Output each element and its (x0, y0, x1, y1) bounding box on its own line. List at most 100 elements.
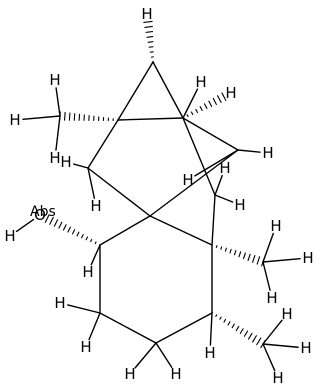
hash-stroke (62, 224, 67, 231)
hydrogen-atom-label: H (302, 249, 313, 267)
hydrogen-atom-label: H (49, 71, 60, 89)
hydrogen-atom-label: H (170, 365, 181, 383)
hash-stroke (223, 318, 227, 323)
single-bond (214, 174, 223, 196)
hydrogen-atom-label: H (195, 73, 206, 91)
hash-stroke (239, 328, 244, 334)
hash-stroke (252, 254, 256, 263)
hash-stroke (252, 335, 257, 343)
hydrogen-atom-label: H (124, 365, 135, 383)
single-bond (149, 149, 239, 217)
hash-stroke (44, 214, 50, 223)
hash-stroke (242, 252, 246, 260)
hash-stroke (220, 246, 223, 250)
hydrogen-atom-label: H (234, 196, 245, 214)
hash-stroke (231, 323, 235, 329)
single-bond (87, 167, 96, 199)
single-bond (182, 117, 239, 151)
hydrogen-atom-label: H (219, 159, 230, 177)
hydrogen-atom-label: H (262, 144, 273, 162)
single-bond (262, 343, 299, 348)
single-bond (99, 215, 151, 246)
hash-stroke (76, 231, 80, 237)
hash-stroke (64, 111, 66, 121)
single-bond (262, 319, 283, 345)
hash-stroke (58, 221, 63, 229)
hash-stroke (186, 114, 189, 118)
hydrogen-atom-label: H (270, 217, 281, 235)
single-bond (149, 215, 213, 246)
hashed-wedge-bond (44, 214, 101, 247)
single-bond (87, 167, 151, 217)
single-bond (155, 342, 173, 368)
hydrogen-atom-label: H (4, 227, 15, 245)
hash-stroke (224, 247, 227, 252)
oxygen-atom-label: O (34, 206, 46, 224)
single-bond (262, 343, 276, 372)
hash-stroke (229, 248, 232, 254)
single-bond (87, 119, 119, 169)
hash-stroke (203, 103, 208, 110)
hash-stroke (81, 234, 84, 239)
hashed-wedge-bond (211, 243, 265, 267)
hash-stroke (247, 253, 251, 261)
hydrogen-atom-label: H (80, 338, 91, 356)
single-bond (55, 87, 61, 117)
hydrogen-atom-label: H (90, 197, 101, 215)
hydrogen-atom-label: H (9, 111, 20, 129)
hydrogen-atom-label: H (272, 369, 283, 387)
hashed-wedge-bond (59, 111, 119, 122)
hash-stroke (227, 321, 231, 326)
hashed-wedge-bond (143, 20, 155, 63)
hash-stroke (146, 36, 154, 38)
hydrogen-atom-label: H (49, 149, 60, 167)
single-bond (15, 218, 35, 233)
hash-stroke (145, 30, 154, 33)
single-bond (262, 258, 301, 263)
hashed-wedge-bond (182, 92, 227, 120)
hash-stroke (71, 229, 76, 235)
single-bond (152, 61, 184, 119)
hydrogen-atom-label: H (300, 339, 311, 357)
hash-stroke (190, 111, 194, 116)
hash-stroke (217, 95, 222, 103)
hash-stroke (90, 238, 93, 243)
single-bond (73, 163, 89, 169)
single-bond (262, 232, 274, 263)
single-bond (99, 312, 157, 344)
hash-stroke (195, 108, 199, 114)
hash-stroke (247, 332, 253, 340)
single-bond (155, 312, 213, 344)
hydrogen-atom-label: H (182, 171, 193, 189)
hash-stroke (53, 219, 59, 227)
hash-stroke (238, 251, 242, 258)
hash-stroke (256, 337, 262, 346)
hash-stroke (221, 92, 227, 101)
single-bond (194, 149, 239, 177)
single-bond (237, 149, 261, 153)
hash-stroke (235, 325, 240, 332)
hash-stroke (143, 20, 153, 24)
hash-stroke (147, 41, 154, 43)
hash-stroke (215, 245, 218, 248)
single-bond (117, 117, 184, 121)
stereo-abs-label: Abs (30, 204, 56, 220)
hash-stroke (243, 330, 249, 337)
single-bond (117, 61, 154, 121)
hydrogen-atom-label: H (141, 5, 152, 23)
hydrogen-atom-label: H (225, 84, 236, 102)
single-bond (134, 342, 157, 369)
hydrogen-atom-label: H (281, 305, 292, 323)
hydrogen-atom-label: H (204, 344, 215, 362)
single-bond (88, 312, 101, 341)
single-bond (211, 194, 216, 246)
hash-stroke (208, 100, 213, 108)
hydrogen-atom-label: H (266, 289, 277, 307)
single-bond (90, 244, 101, 266)
hash-stroke (256, 256, 261, 265)
hash-stroke (233, 250, 237, 256)
hash-stroke (219, 316, 222, 320)
